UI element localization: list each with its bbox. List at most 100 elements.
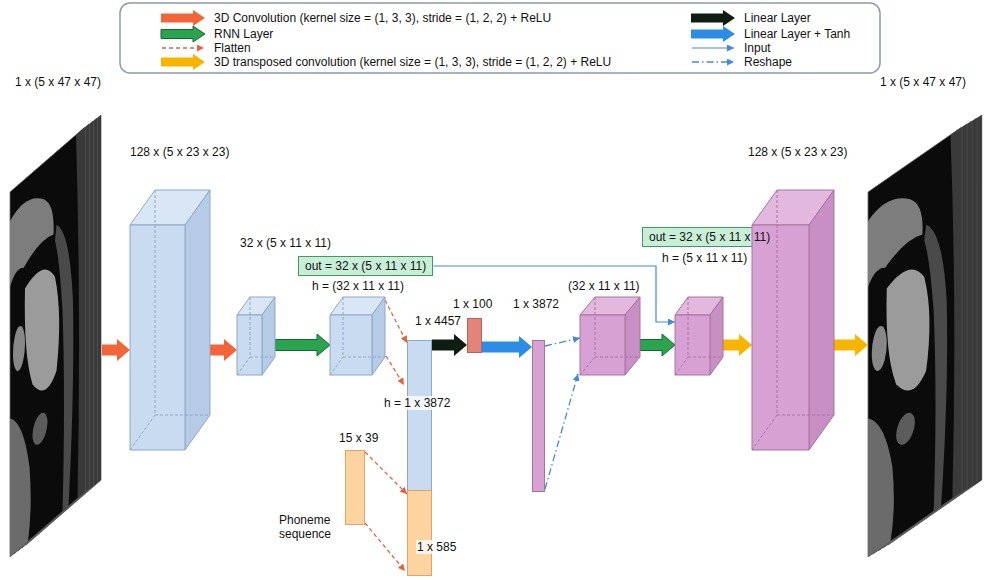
hidden-edge [330, 357, 343, 375]
flatten-vector: 1 x 4457h = 1 x 38721 x 585 [407, 340, 432, 576]
dimension-label: h = (5 x 11 x 11) [662, 251, 747, 265]
legend-text: Linear Layer [744, 9, 811, 27]
legend-text: Linear Layer + Tanh [744, 25, 850, 43]
legend-text: Input [744, 39, 771, 57]
legend-swatch [690, 39, 736, 57]
output-shape-label: out = 32 x (5 x 11 x 11) [649, 230, 770, 244]
legend-text: Reshape [744, 53, 792, 71]
deconv-feature-cuboid: 128 x (5 x 23 x 23) [752, 190, 834, 450]
hidden-edge [688, 357, 723, 358]
legend-line [692, 61, 734, 62]
phoneme-box: 15 x 39Phoneme sequence [345, 450, 365, 525]
dimension-label: h = (32 x 11 x 11) [312, 279, 404, 293]
hidden-edge [675, 357, 688, 375]
cuboid-face [752, 225, 809, 450]
legend-swatch [160, 53, 206, 71]
linear-arrow [432, 334, 467, 356]
cuboid-outline [330, 297, 385, 375]
input-name-label: Phoneme sequence [279, 513, 341, 541]
decoded-vector: 1 x 3872 [532, 340, 545, 492]
hidden-edge [595, 357, 640, 358]
hidden-edge [250, 297, 251, 357]
reshape-arrow [545, 338, 580, 346]
cuboid-face [625, 297, 640, 375]
latent-box: 1 x 100 [467, 318, 482, 353]
cuboid-face [330, 315, 372, 375]
legend-entry: RNN Layer [160, 25, 273, 43]
hidden-edge [777, 190, 778, 415]
rnn-feature-cuboid: h = (5 x 11 x 11) [675, 297, 723, 375]
cuboid-outline [580, 297, 640, 375]
legend-swatch [160, 39, 206, 57]
dimension-label: 1 x 585 [416, 540, 457, 554]
legend-entry: Reshape [690, 53, 792, 71]
hidden-edge [580, 357, 595, 375]
hidden-edge [155, 415, 210, 416]
reshaped-cuboid: (32 x 11 x 11) [580, 297, 640, 375]
legend-panel [120, 3, 880, 73]
flatten-guide [365, 523, 405, 571]
output-shape-label: out = 32 x (5 x 11 x 11) [305, 259, 426, 273]
hidden-edge [237, 357, 250, 375]
legend-arrow [161, 54, 205, 70]
legend-arrow [161, 10, 205, 26]
legend-entry: Input [690, 39, 771, 57]
flatten-guide [386, 356, 404, 385]
hidden-edge [777, 415, 834, 416]
cuboid-outline [752, 190, 834, 450]
hidden-edge [155, 190, 156, 415]
mri-output-stack [868, 115, 982, 557]
rnn-feature-cuboid: h = (32 x 11 x 11) [330, 297, 385, 375]
transposed-conv-arrow [834, 334, 868, 356]
hidden-edge [130, 415, 155, 450]
conv-feature-cuboid: 128 x (5 x 23 x 23) [130, 190, 210, 450]
cuboid-face [130, 225, 185, 450]
transposed-conv-arrow [723, 334, 752, 356]
dimension-label: h = 1 x 3872 [383, 396, 451, 410]
cuboid-outline [237, 297, 275, 375]
input-image: 1 x (5 x 47 x 47) [10, 112, 102, 562]
hidden-edge [250, 357, 275, 358]
legend-swatch [690, 9, 736, 27]
hidden-edge [752, 415, 777, 450]
cuboid-face [262, 297, 275, 375]
conv-arrow [102, 339, 130, 361]
output-image: 1 x (5 x 47 x 47) [868, 112, 983, 562]
cuboid-face [580, 315, 625, 375]
legend-entry: 3D transposed convolution (kernel size =… [160, 53, 611, 71]
legend-entry: 3D Convolution (kernel size = (1, 3, 3),… [160, 9, 551, 27]
cuboid-face [185, 190, 210, 450]
hidden-edge [343, 297, 344, 357]
legend-line [162, 47, 204, 48]
flatten-arrow [365, 452, 407, 494]
legend-swatch [160, 25, 206, 43]
legend-text: 3D Convolution (kernel size = (1, 3, 3),… [214, 9, 551, 27]
dimension-label: 1 x 100 [453, 297, 492, 311]
dimension-label: (32 x 11 x 11) [568, 279, 640, 293]
dimension-label: 1 x 3872 [513, 297, 559, 311]
legend-text: Flatten [214, 39, 251, 57]
dimension-label: 128 x (5 x 23 x 23) [130, 145, 229, 159]
legend-arrow [161, 26, 205, 42]
phoneme-feature-part [408, 491, 432, 576]
mri-input-stack [10, 115, 101, 557]
legend-text: RNN Layer [214, 25, 273, 43]
rnn-arrow [640, 334, 675, 356]
dimension-label: 128 x (5 x 23 x 23) [748, 145, 847, 159]
cuboid-face [710, 297, 723, 375]
cuboid-face [372, 297, 385, 375]
cuboid-face [675, 315, 710, 375]
legend-entry: Flatten [160, 39, 251, 57]
cuboid-outline [675, 297, 723, 375]
legend-arrow [691, 26, 735, 42]
legend-entry: Linear Layer [690, 9, 811, 27]
legend-arrow [691, 10, 735, 26]
conv-feature-cuboid: 32 x (5 x 11 x 11) [237, 297, 275, 375]
linear-tanh-arrow [482, 336, 532, 358]
legend-entry: Linear Layer + Tanh [690, 25, 850, 43]
hidden-edge [688, 297, 689, 357]
hidden-edge [343, 357, 385, 358]
dimension-label: 1 x 4457 [415, 314, 461, 328]
